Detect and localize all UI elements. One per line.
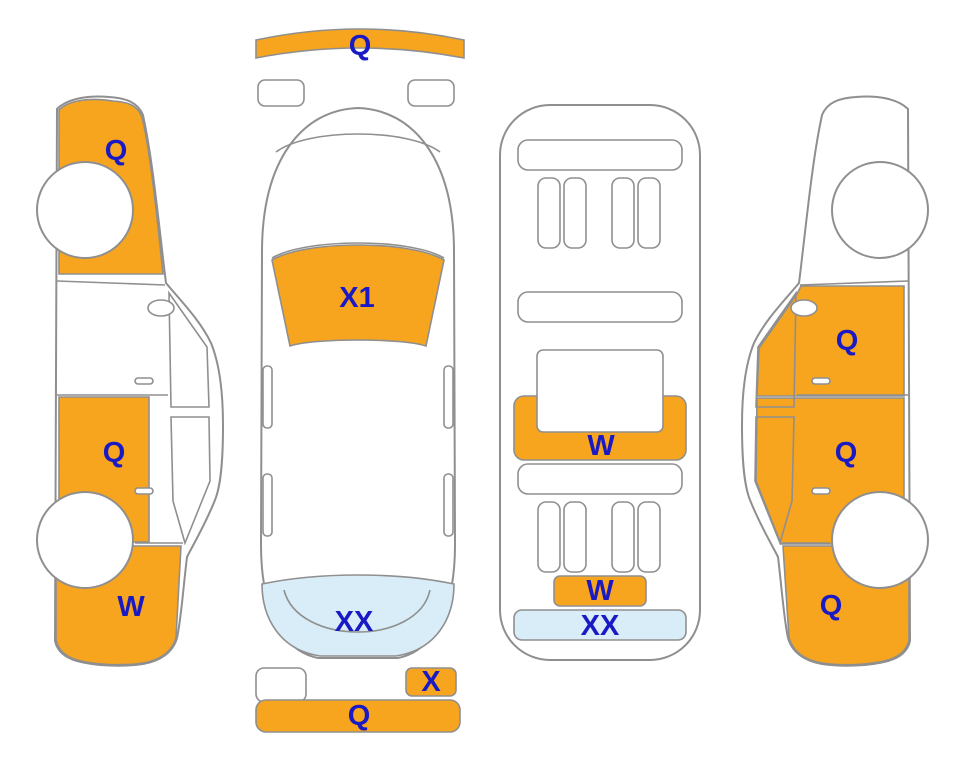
front-seat-left-b — [563, 177, 587, 249]
damage-code-label: W — [587, 430, 615, 462]
rear-crossmember — [517, 463, 683, 495]
rear-seat-left-a — [537, 501, 561, 573]
rear-seat-right-a — [611, 501, 635, 573]
damage-code-label: Q — [105, 135, 128, 167]
left-headlight — [257, 79, 305, 107]
right-front-side-window — [443, 365, 454, 429]
dashboard — [517, 139, 683, 171]
rear-seat-right-b — [637, 501, 661, 573]
car-top-outline — [259, 106, 457, 659]
front-hood-seam — [275, 133, 441, 153]
right-rear-side-window — [443, 473, 454, 537]
rear-panel-damage-zone[interactable] — [513, 609, 687, 641]
damage-code-label: Q — [103, 437, 126, 469]
damage-code-label: Q — [820, 590, 843, 622]
right-headlight — [407, 79, 455, 107]
damage-code-label: X1 — [339, 282, 374, 314]
front-bumper-damage-zone[interactable] — [255, 28, 465, 59]
damage-code-label: W — [117, 591, 145, 623]
front-seat-left-a — [537, 177, 561, 249]
center-console — [536, 349, 664, 433]
rear-window-damage-zone[interactable] — [261, 574, 455, 657]
front-seat-right-a — [611, 177, 635, 249]
left-front-side-window — [262, 365, 273, 429]
damage-code-label: Q — [835, 437, 858, 469]
damage-code-label: Q — [348, 700, 371, 732]
front-crossmember — [517, 291, 683, 323]
damage-code-label: Q — [349, 30, 372, 62]
rear-corner-damage-zone[interactable] — [405, 667, 457, 697]
left-rear-side-window — [262, 473, 273, 537]
rear-floor-damage-zone[interactable] — [553, 575, 647, 607]
left-side-view — [36, 95, 224, 667]
damage-code-label: Q — [836, 325, 859, 357]
damage-code-label: XX — [335, 606, 374, 638]
top-view — [255, 28, 465, 733]
front-seat-right-b — [637, 177, 661, 249]
damage-code-label: W — [586, 575, 614, 607]
rear-bumper-damage-zone[interactable] — [255, 699, 461, 733]
windshield-damage-zone[interactable] — [271, 244, 445, 348]
rear-glass-seam — [283, 589, 431, 633]
rear-left-lamp — [255, 667, 307, 703]
right-side-view — [741, 95, 929, 667]
rear-seat-left-b — [563, 501, 587, 573]
interior-view — [499, 104, 701, 661]
cowl-seam — [271, 242, 445, 259]
damage-code-label: X — [421, 666, 441, 698]
damage-code-label: XX — [581, 610, 620, 642]
